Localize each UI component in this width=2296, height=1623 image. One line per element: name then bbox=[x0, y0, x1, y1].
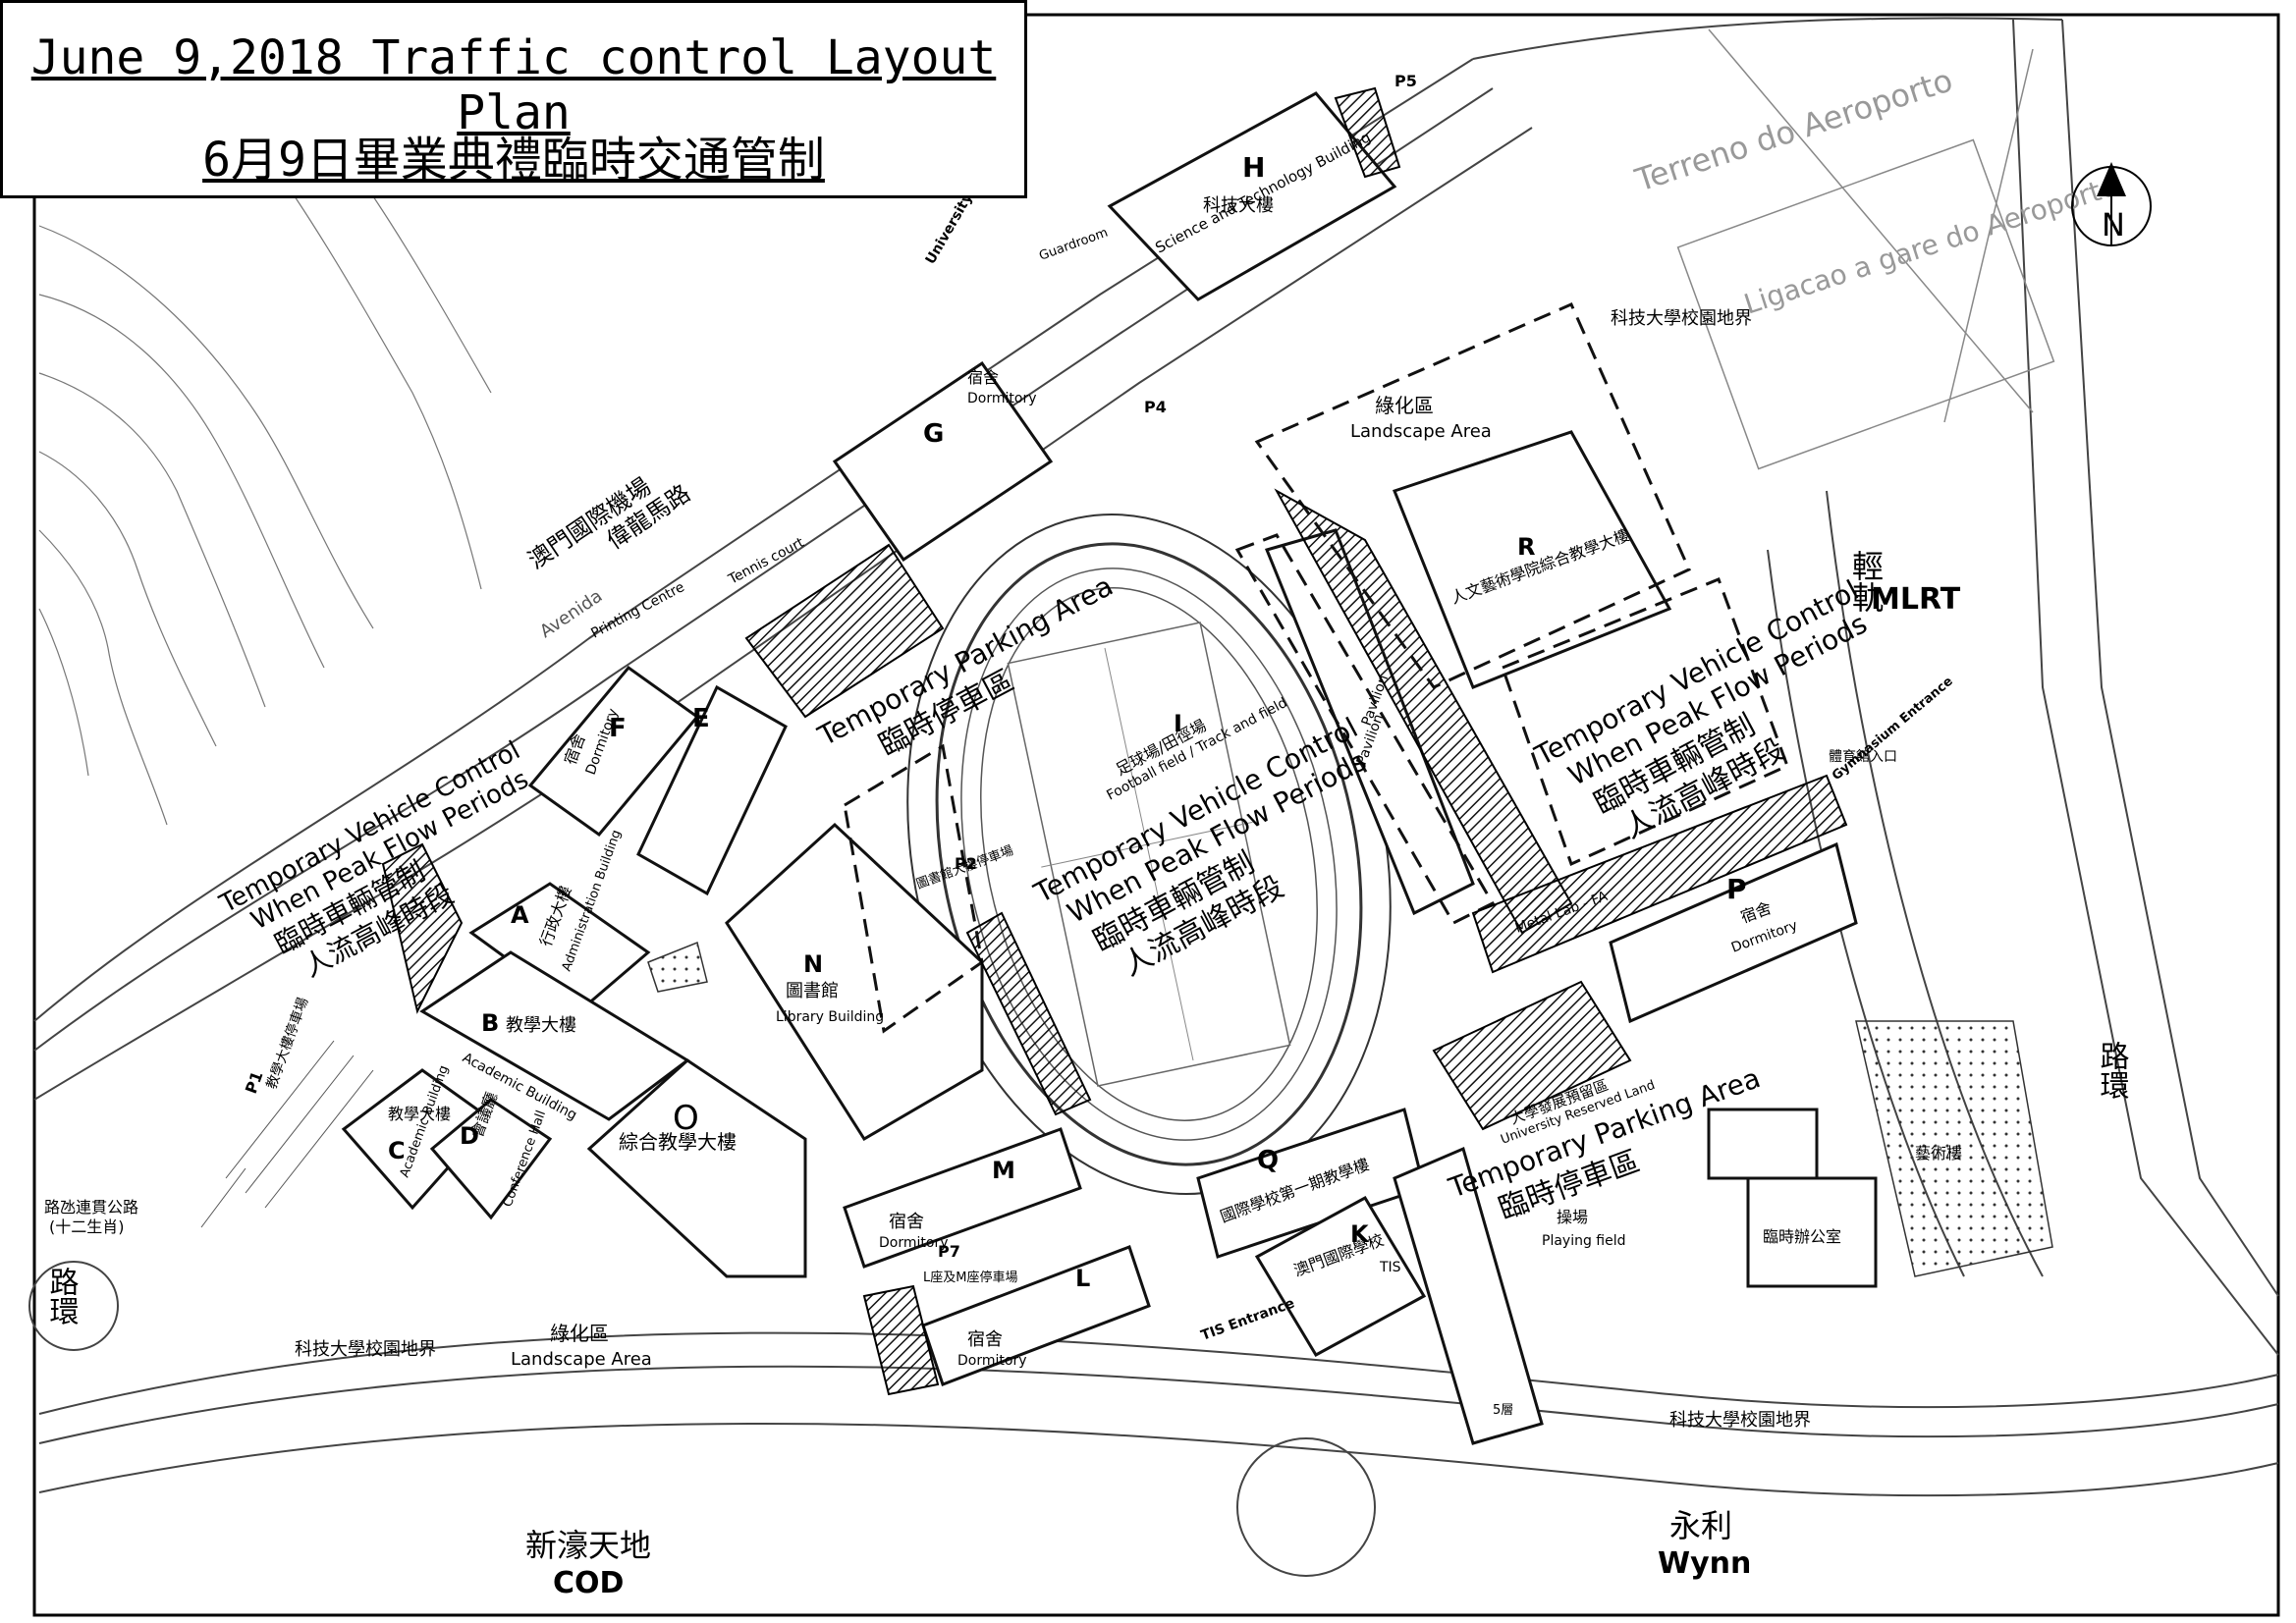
building-k-en: TIS bbox=[1379, 1260, 1401, 1275]
building-l-letter: L bbox=[1075, 1265, 1090, 1292]
landscape-en-1: Landscape Area bbox=[511, 1349, 652, 1370]
tennis-label: Tennis court bbox=[725, 534, 806, 588]
title-chinese: 6月9日畢業典禮臨時交通管制 bbox=[202, 133, 825, 188]
building-b-zh: 教學大樓 bbox=[506, 1015, 576, 1036]
mlrt-zh: 輕軌 bbox=[1847, 550, 1885, 613]
wynn-zh: 永利 bbox=[1669, 1507, 1732, 1544]
parking-p4: P4 bbox=[1144, 398, 1167, 416]
p7-zh-label: L座及M座停車場 bbox=[923, 1270, 1017, 1285]
tis-entrance-label: TIS Entrance bbox=[1199, 1296, 1297, 1344]
wynn-en: Wynn bbox=[1658, 1546, 1751, 1581]
hatched-zones bbox=[381, 86, 1848, 1396]
guardroom-label: Guardroom bbox=[1037, 226, 1110, 264]
playing-field-zh: 操場 bbox=[1557, 1208, 1588, 1226]
boundary-label-2: 科技大學校園地界 bbox=[1611, 308, 1752, 329]
building-m-en: Dormitory bbox=[879, 1235, 948, 1251]
building-r-letter: R bbox=[1517, 533, 1535, 561]
building-p-letter: P bbox=[1726, 873, 1747, 905]
contour-lines bbox=[38, 195, 492, 826]
parking-p5: P5 bbox=[1394, 72, 1417, 90]
building-c-letter: C bbox=[388, 1137, 406, 1164]
p1-zh-label: 教學大樓停車場 bbox=[263, 995, 311, 1091]
printing-label: Printing Centre bbox=[588, 579, 686, 641]
title-box: June 9,2018 Traffic control Layout Plan … bbox=[0, 0, 1027, 198]
building-n-letter: N bbox=[803, 950, 823, 978]
building-b-letter: B bbox=[481, 1009, 499, 1037]
gym-entrance-label: Gymnasium Entrance bbox=[1830, 674, 1956, 784]
building-g-en: Dormitory bbox=[967, 391, 1036, 406]
building-l-zh: 宿舍 bbox=[967, 1329, 1003, 1350]
art-building-label: 藝術樓 bbox=[1915, 1144, 1962, 1163]
playing-field-en: Playing field bbox=[1542, 1233, 1626, 1249]
building-c-zh: 教學大樓 bbox=[388, 1105, 451, 1123]
dotted-areas bbox=[647, 941, 2053, 1277]
building-k-letter: K bbox=[1350, 1220, 1370, 1248]
building-e-letter: E bbox=[692, 704, 710, 733]
ligacao-label: Ligacao a gare do Aeroporto bbox=[1740, 170, 2121, 321]
building-m-zh: 宿舍 bbox=[889, 1212, 924, 1232]
building-n-zh: 圖書館 bbox=[786, 981, 839, 1001]
parking-p1: P1 bbox=[242, 1068, 267, 1096]
building-l-en: Dormitory bbox=[957, 1353, 1026, 1369]
building-g-zh: 宿舍 bbox=[967, 368, 999, 387]
mlrt-en: MLRT bbox=[1871, 582, 1961, 617]
five-floor-label: 5層 bbox=[1493, 1403, 1513, 1418]
building-i-letter: I bbox=[1174, 710, 1182, 737]
bus-stop-label: 路氹連貫公路 bbox=[44, 1198, 138, 1217]
terreno-label: Terreno do Aeroporto bbox=[1630, 61, 1957, 199]
stadium bbox=[906, 514, 1392, 1195]
building-g-letter: G bbox=[923, 419, 944, 449]
building-h-zh: 科技大樓 bbox=[1203, 195, 1274, 216]
boundary-label-3: 科技大學校園地界 bbox=[1669, 1410, 1811, 1431]
parking-p2: P2 bbox=[955, 854, 977, 873]
building-f-letter: F bbox=[609, 714, 627, 743]
landscape-zh-2: 綠化區 bbox=[1375, 394, 1434, 417]
bus-stop-label-2: (十二生肖) bbox=[49, 1217, 125, 1236]
building-o-zh: 綜合教學大樓 bbox=[619, 1130, 737, 1154]
building-o-letter: O bbox=[673, 1099, 699, 1138]
cod-en: COD bbox=[553, 1566, 624, 1600]
title-english: June 9,2018 Traffic control Layout Plan bbox=[30, 30, 997, 140]
building-q-letter: Q bbox=[1257, 1146, 1279, 1175]
road-left: 路環 bbox=[44, 1267, 80, 1325]
temp-office-label: 臨時辦公室 bbox=[1763, 1227, 1841, 1246]
cod-zh: 新濠天地 bbox=[525, 1527, 651, 1564]
building-a-letter: A bbox=[511, 901, 529, 929]
parking-p7: P7 bbox=[938, 1242, 960, 1261]
airport-area bbox=[1676, 28, 2055, 470]
p1-parking-rows bbox=[200, 1040, 374, 1228]
boundary-label-1: 科技大學校園地界 bbox=[295, 1339, 436, 1360]
building-n-en: Library Building bbox=[776, 1009, 884, 1025]
building-outlines bbox=[341, 91, 1878, 1445]
building-m-letter: M bbox=[992, 1157, 1015, 1184]
gym-entrance-zh-label: 體育館入口 bbox=[1829, 748, 1897, 765]
road-right: 路環 bbox=[2095, 1041, 2130, 1100]
parking-codes: P1 P2 P4 P5 P7 bbox=[242, 72, 1417, 1261]
building-d-letter: D bbox=[460, 1122, 479, 1150]
north-arrow bbox=[2071, 162, 2152, 246]
building-h-letter: H bbox=[1242, 151, 1265, 184]
landscape-zh-1: 綠化區 bbox=[550, 1322, 609, 1345]
landscape-en-2: Landscape Area bbox=[1350, 421, 1492, 442]
north-label: N bbox=[2102, 206, 2125, 243]
map-frame bbox=[32, 13, 2280, 1617]
